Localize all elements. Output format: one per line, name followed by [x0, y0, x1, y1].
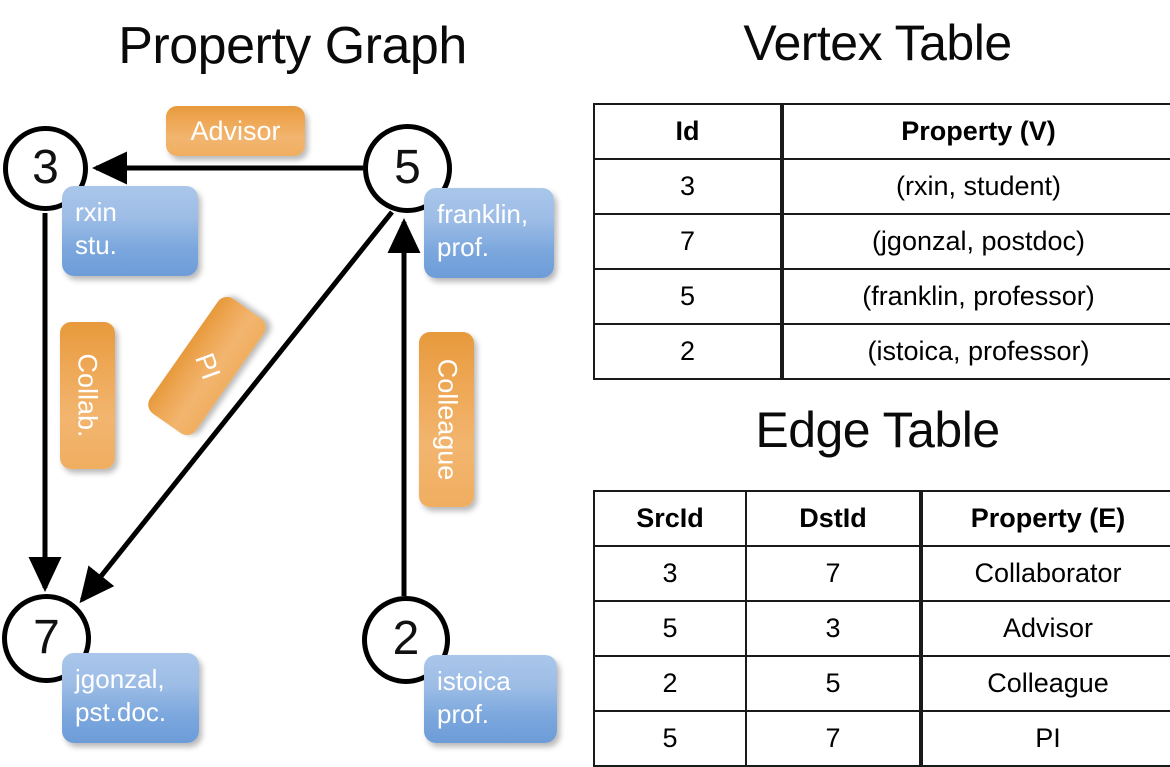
node-property-box-3[interactable]: rxin stu.	[62, 186, 198, 276]
graph-node-2-label: 2	[392, 612, 420, 665]
node-property-3-line1: rxin	[75, 197, 117, 227]
node-property-7-line2: pst.doc.	[75, 696, 167, 727]
edge-cell-property: Colleague	[919, 655, 1170, 712]
vertex-cell-id: 7	[593, 213, 783, 270]
node-property-5-line2: prof.	[437, 231, 490, 262]
table-row[interactable]: 2 5 Colleague	[593, 655, 1170, 712]
vertex-table: Id Property (V) 3 (rxin, student) 7 (jgo…	[593, 103, 1170, 380]
table-row[interactable]: 7 (jgonzal, postdoc)	[593, 213, 1170, 270]
page-title-property-graph: Property Graph	[118, 17, 467, 75]
edge-cell-property: Collaborator	[919, 545, 1170, 602]
edge-cell-property: PI	[919, 710, 1170, 767]
edge-table-header-property: Property (E)	[919, 490, 1170, 547]
vertex-table-header-row: Id Property (V)	[593, 103, 1170, 160]
graph-node-5-label: 5	[394, 140, 421, 194]
edge-5-to-7	[79, 210, 394, 604]
edge-cell-srcid: 2	[593, 655, 747, 712]
vertex-table-header-id: Id	[593, 103, 783, 160]
vertex-cell-property: (jgonzal, postdoc)	[780, 213, 1170, 270]
vertex-table-header-property: Property (V)	[780, 103, 1170, 160]
edge-cell-srcid: 3	[593, 545, 747, 602]
page-title-edge-table: Edge Table	[755, 402, 1000, 458]
edge-table-header-dstid: DstId	[745, 490, 922, 547]
graph-node-7-label: 7	[33, 610, 60, 664]
edge-cell-srcid: 5	[593, 600, 747, 657]
node-property-7-line1: jgonzal,	[75, 664, 165, 694]
graph-node-2[interactable]: 2	[362, 596, 450, 684]
edge-cell-srcid: 5	[593, 710, 747, 767]
vertex-cell-property: (franklin, professor)	[780, 268, 1170, 325]
edge-label-colleague[interactable]: Colleague	[419, 332, 474, 507]
graph-edges-layer	[28, 151, 421, 604]
table-row[interactable]: 2 (istoica, professor)	[593, 323, 1170, 380]
graph-node-3-label: 3	[32, 140, 59, 194]
node-property-2-line1: istoica	[437, 666, 511, 696]
edge-cell-property: Advisor	[919, 600, 1170, 657]
edge-label-colleague-text: Colleague	[432, 358, 462, 481]
node-property-5-line1: franklin,	[437, 199, 529, 229]
node-property-3-line2: stu.	[75, 229, 117, 260]
edge-cell-dstid: 3	[745, 600, 922, 657]
edge-cell-dstid: 7	[745, 710, 922, 767]
edge-table-header-srcid: SrcId	[593, 490, 747, 547]
edge-label-collab-text: Collab.	[73, 353, 104, 438]
node-property-box-2[interactable]: istoica prof.	[424, 655, 557, 743]
edge-table: SrcId DstId Property (E) 3 7 Collaborato…	[593, 490, 1170, 767]
edge-label-advisor-text: Advisor	[190, 115, 281, 146]
graph-node-5[interactable]: 5	[363, 124, 452, 213]
page-title-vertex-table: Vertex Table	[743, 15, 1012, 71]
table-row[interactable]: 3 7 Collaborator	[593, 545, 1170, 602]
table-row[interactable]: 5 (franklin, professor)	[593, 268, 1170, 325]
vertex-cell-id: 5	[593, 268, 783, 325]
vertex-cell-id: 3	[593, 158, 783, 215]
edge-label-advisor[interactable]: Advisor	[166, 106, 305, 156]
vertex-cell-property: (istoica, professor)	[780, 323, 1170, 380]
node-property-box-5[interactable]: franklin, prof.	[424, 188, 554, 278]
edge-cell-dstid: 7	[745, 545, 922, 602]
table-row[interactable]: 3 (rxin, student)	[593, 158, 1170, 215]
vertex-cell-property: (rxin, student)	[780, 158, 1170, 215]
edge-label-collab[interactable]: Collab.	[60, 322, 115, 469]
table-row[interactable]: 5 3 Advisor	[593, 600, 1170, 657]
vertex-cell-id: 2	[593, 323, 783, 380]
table-row[interactable]: 5 7 PI	[593, 710, 1170, 767]
property-graph-diagram: 3 5 7 2 rxin stu. franklin, prof. jgonza…	[0, 0, 585, 760]
edge-table-header-row: SrcId DstId Property (E)	[593, 490, 1170, 547]
edge-label-pi-text: PI	[189, 348, 226, 383]
node-property-box-7[interactable]: jgonzal, pst.doc.	[62, 653, 199, 743]
node-property-2-line2: prof.	[437, 698, 490, 729]
edge-cell-dstid: 5	[745, 655, 922, 712]
